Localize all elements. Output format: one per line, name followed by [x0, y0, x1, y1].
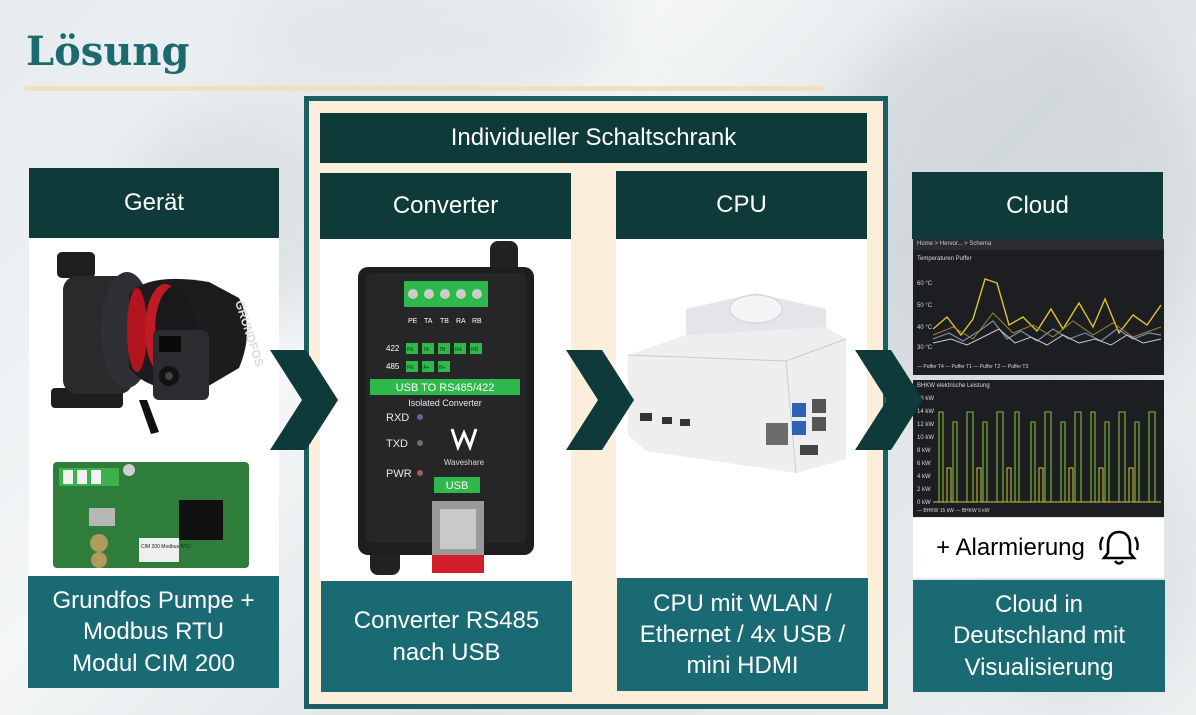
bell-icon — [1099, 530, 1139, 565]
pin-label: PE — [407, 347, 414, 353]
y-tick-label: 16 kW — [917, 396, 935, 402]
panel1-legend: — Puffer T4 — Puffer T1 — Puffer T2 — Pu… — [917, 364, 1029, 370]
y-tick-label: 10 kW — [917, 435, 935, 441]
panel2-title: BHKW elektrische Leistung — [917, 383, 990, 389]
geraet-caption: Grundfos Pumpe + Modbus RTU Modul CIM 20… — [28, 576, 279, 688]
pin-label: TB — [439, 347, 446, 353]
pin-label: B+ — [439, 365, 445, 371]
terminal-label: TA — [424, 318, 433, 325]
pin-label: TA — [423, 347, 430, 353]
pin-label: A+ — [423, 365, 429, 371]
cabinet-label: Individueller Schaltschrank — [450, 124, 737, 151]
y-tick-label: 2 kW — [917, 487, 931, 493]
cloud-caption: Cloud in Deutschland mit Visualisierung — [913, 580, 1165, 692]
converter-header: Converter — [320, 173, 571, 239]
chevron-right-icon — [270, 350, 338, 450]
panel2-legend: — BHKW 15 kW — BHKW 6 kW — [917, 508, 990, 514]
pin-label: PE — [407, 365, 414, 371]
y-tick-label: 4 kW — [917, 474, 931, 480]
y-tick-label: 50 °C — [917, 303, 933, 309]
chevron-right-icon — [855, 350, 923, 450]
grundfos-pump-image: GRUNDFOS CIM 200 Modbus RTU — [51, 252, 267, 568]
led-label-rxd: RXD — [386, 412, 409, 424]
terminal-label: TB — [440, 318, 449, 325]
pin-label: RA — [455, 347, 463, 353]
converter-header-label: Converter — [392, 192, 499, 219]
cpu-device-image — [627, 293, 847, 474]
pwr-led-icon — [417, 470, 423, 476]
cpu-header-label: CPU — [716, 191, 767, 218]
y-tick-label: 60 °C — [917, 281, 933, 287]
slide-title: Lösung — [26, 28, 190, 75]
converter-subtitle: Isolated Converter — [408, 398, 482, 408]
temperature-chart — [933, 278, 1161, 346]
row-422-label: 422 — [386, 344, 400, 353]
usb-label: USB — [446, 480, 469, 492]
led-label-txd: TXD — [386, 438, 408, 450]
geraet-header: Gerät — [29, 168, 279, 238]
cpu-image-panel — [616, 239, 867, 578]
cpu-header: CPU — [616, 171, 867, 239]
y-tick-label: 12 kW — [917, 422, 935, 428]
pin-label: RB — [471, 347, 479, 353]
y-tick-label: 30 °C — [917, 345, 933, 351]
dashboard-panel-power: BHKW elektrische Leistung 16 kW 14 kW 12… — [913, 380, 1164, 517]
geraet-header-label: Gerät — [123, 189, 185, 216]
waveshare-converter-image: PE TA TB RA RB 422 485 PE TA TB RA RB — [358, 241, 534, 575]
alarm-box: + Alarmierung — [913, 518, 1164, 578]
geraet-image-panel: GRUNDFOS CIM 200 Modbus RTU — [29, 238, 279, 576]
waveshare-logo-icon — [450, 428, 478, 452]
panel1-title: Temperaturen Puffer — [917, 256, 972, 262]
y-tick-label: 6 kW — [917, 461, 931, 467]
chevron-right-icon — [566, 350, 634, 450]
cpu-caption: CPU mit WLAN / Ethernet / 4x USB / mini … — [617, 578, 868, 691]
converter-image-panel: PE TA TB RA RB 422 485 PE TA TB RA RB — [320, 239, 571, 581]
module-board-label: CIM 200 Modbus RTU — [141, 544, 191, 550]
y-tick-label: 0 kW — [917, 500, 931, 506]
converter-caption: Converter RS485 nach USB — [321, 581, 572, 692]
cloud-header: Cloud — [912, 172, 1163, 239]
cloud-header-label: Cloud — [1006, 191, 1069, 219]
converter-banner: USB TO RS485/422 — [396, 382, 495, 394]
y-tick-label: 14 kW — [917, 409, 935, 415]
row-485-label: 485 — [386, 362, 400, 371]
txd-led-icon — [417, 440, 423, 446]
y-tick-label: 8 kW — [917, 448, 931, 454]
y-tick-label: 40 °C — [917, 325, 933, 331]
terminal-label: RB — [472, 318, 482, 325]
title-underline — [25, 86, 823, 91]
cabinet-header: Individueller Schaltschrank — [320, 113, 867, 163]
dashboard-panel-temperature: Home > Hervor... > Schema Temperaturen P… — [913, 239, 1164, 375]
rxd-led-icon — [417, 414, 423, 420]
converter-brand: Waveshare — [444, 458, 485, 467]
alarm-label: + Alarmierung — [936, 534, 1085, 561]
terminal-label: PE — [408, 318, 418, 325]
power-chart — [933, 411, 1161, 503]
terminal-label: RA — [456, 318, 466, 325]
dashboard-breadcrumb: Home > Hervor... > Schema — [913, 239, 1164, 250]
led-label-pwr: PWR — [386, 468, 412, 480]
